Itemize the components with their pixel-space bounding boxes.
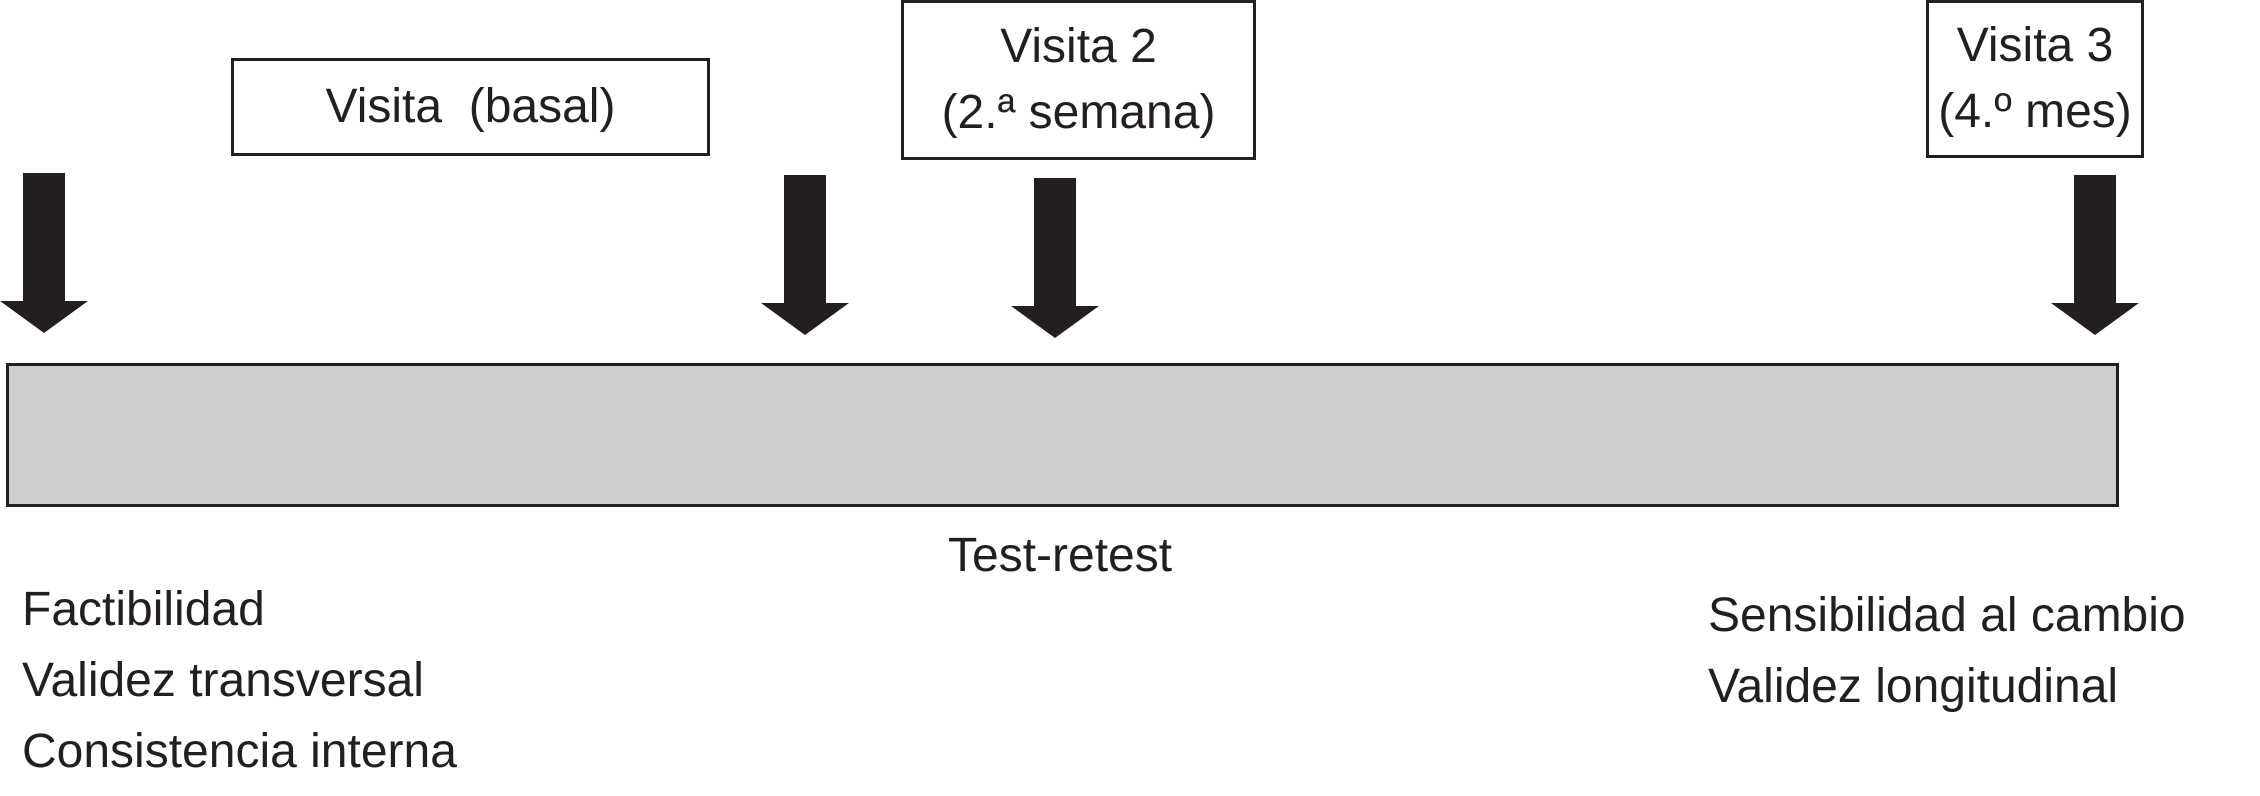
- visit-basal-label: Visita (basal): [325, 80, 616, 133]
- visit-2-box: Visita 2 (2.ª semana): [901, 0, 1256, 160]
- visit-3-subtitle: (4.º mes): [1938, 85, 2132, 138]
- visit-3-box: Visita 3 (4.º mes): [1926, 0, 2144, 158]
- down-arrow-icon: [761, 175, 849, 335]
- down-arrow-icon: [2051, 175, 2139, 335]
- list-item: Sensibilidad al cambio: [1708, 589, 2186, 642]
- down-arrow-icon: [0, 173, 88, 333]
- timeline-bar: [6, 363, 2119, 507]
- list-item: Consistencia interna: [22, 725, 457, 778]
- down-arrow-icon: [1011, 178, 1099, 338]
- visit-2-subtitle: (2.ª semana): [941, 86, 1216, 139]
- visit-basal-box: Visita (basal): [231, 58, 710, 156]
- list-item: Validez transversal: [22, 654, 424, 707]
- test-retest-label: Test-retest: [948, 529, 1173, 582]
- list-item: Validez longitudinal: [1708, 660, 2119, 713]
- followup-properties-list: Sensibilidad al cambio Validez longitudi…: [1708, 580, 2186, 722]
- list-item: Factibilidad: [22, 583, 265, 636]
- baseline-properties-list: Factibilidad Validez transversal Consist…: [22, 574, 457, 787]
- visit-2-title: Visita 2: [1000, 20, 1157, 73]
- visit-3-title: Visita 3: [1956, 19, 2114, 72]
